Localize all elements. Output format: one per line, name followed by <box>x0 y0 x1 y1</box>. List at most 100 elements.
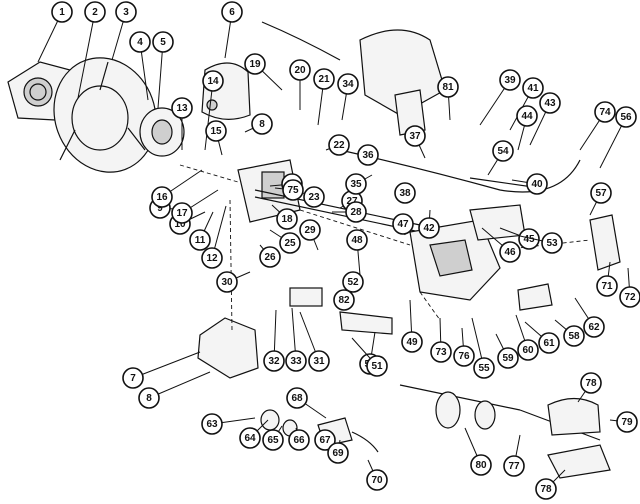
callout-14: 14 <box>202 70 224 151</box>
callout-number: 52 <box>347 277 359 288</box>
callout-56: 56 <box>599 106 637 169</box>
callout-circle <box>122 367 144 389</box>
callout-72: 72 <box>619 267 640 308</box>
callout-number: 34 <box>342 79 354 90</box>
callout-61: 61 <box>524 321 560 354</box>
callout-circle <box>286 387 308 409</box>
callout-circle <box>327 442 349 464</box>
callout-number: 44 <box>521 111 533 122</box>
callout-circle <box>138 387 160 409</box>
callout-22: 22 <box>325 134 350 156</box>
callout-number: 26 <box>264 252 276 263</box>
callout-number: 51 <box>371 361 383 372</box>
callout-73: 73 <box>430 317 452 363</box>
callout-58: 58 <box>554 319 585 347</box>
callout-number: 18 <box>281 214 293 225</box>
callout-circle <box>522 77 544 99</box>
callout-4: 4 <box>129 31 151 101</box>
callout-circle <box>263 350 285 372</box>
callout-circle <box>583 316 605 338</box>
callout-circle <box>615 106 637 128</box>
callout-number: 80 <box>475 460 487 471</box>
callout-circle <box>189 229 211 251</box>
callout-circle <box>282 179 304 201</box>
callout-circle <box>251 113 273 135</box>
callout-42: 42 <box>418 209 440 239</box>
callout-60: 60 <box>515 314 539 361</box>
callout-number: 32 <box>268 356 280 367</box>
callout-number: 75 <box>287 185 299 196</box>
callout-54: 54 <box>487 140 514 176</box>
callout-circle <box>129 31 151 53</box>
callout-79: 79 <box>609 411 638 433</box>
callout-43: 43 <box>529 92 561 146</box>
callout-circle <box>539 92 561 114</box>
callout-15: 15 <box>205 120 227 156</box>
callout-circle <box>619 286 640 308</box>
callout-82: 82 <box>333 289 355 311</box>
callout-circle <box>538 332 560 354</box>
callout-number: 12 <box>206 253 218 264</box>
callout-circle <box>308 350 330 372</box>
callout-circle <box>84 1 106 23</box>
callout-number: 37 <box>409 131 421 142</box>
callout-circle <box>394 182 416 204</box>
callout-circle <box>518 228 540 250</box>
callout-68: 68 <box>286 387 327 419</box>
callout-number: 8 <box>259 119 265 130</box>
callout-circle <box>279 232 301 254</box>
callout-29: 29 <box>299 219 321 251</box>
callout-36: 36 <box>357 144 379 166</box>
callout-circle <box>239 427 261 449</box>
callout-59: 59 <box>495 333 519 369</box>
callout-52: 52 <box>341 271 364 296</box>
callout-number: 2 <box>92 7 98 18</box>
callout-78: 78 <box>577 372 602 403</box>
callout-circle <box>503 455 525 477</box>
callout-leader <box>132 351 201 379</box>
callout-number: 82 <box>338 295 350 306</box>
callout-number: 53 <box>546 238 558 249</box>
callout-number: 36 <box>362 150 374 161</box>
callout-16: 16 <box>151 169 203 208</box>
callout-19: 19 <box>244 53 283 91</box>
callout-70: 70 <box>366 459 388 491</box>
callout-number: 81 <box>442 82 454 93</box>
callout-circle <box>289 59 311 81</box>
callout-number: 31 <box>313 356 325 367</box>
callout-circle <box>262 429 284 451</box>
callout-circle <box>492 140 514 162</box>
callout-circle <box>470 454 492 476</box>
callout-number: 4 <box>137 37 143 48</box>
callout-circle <box>517 339 539 361</box>
callout-39: 39 <box>479 69 521 126</box>
callout-circle <box>337 73 359 95</box>
callout-17: 17 <box>171 189 219 224</box>
callout-49: 49 <box>401 299 423 353</box>
callout-31: 31 <box>299 311 330 372</box>
callout-circle <box>392 213 414 235</box>
callout-circle <box>201 247 223 269</box>
callout-circle <box>535 478 557 500</box>
callout-18: 18 <box>271 204 298 230</box>
callout-number: 39 <box>504 75 516 86</box>
callout-circle <box>616 411 638 433</box>
callout-number: 48 <box>351 235 363 246</box>
callout-leader <box>148 371 211 399</box>
callout-circle <box>342 271 364 293</box>
callout-circle <box>202 70 224 92</box>
callout-number: 27 <box>346 196 358 207</box>
callout-circle <box>244 53 266 75</box>
callout-number: 17 <box>176 208 188 219</box>
callout-circle <box>221 1 243 23</box>
callout-number: 22 <box>333 140 345 151</box>
callout-69: 69 <box>327 439 349 464</box>
callout-number: 7 <box>130 373 136 384</box>
callout-circle <box>345 201 367 223</box>
callout-circle <box>201 413 223 435</box>
callout-circle <box>303 186 325 208</box>
callout-number: 9 <box>157 203 163 214</box>
callout-64: 64 <box>239 419 269 449</box>
callout-30: 30 <box>216 271 251 293</box>
callout-number: 63 <box>206 419 218 430</box>
